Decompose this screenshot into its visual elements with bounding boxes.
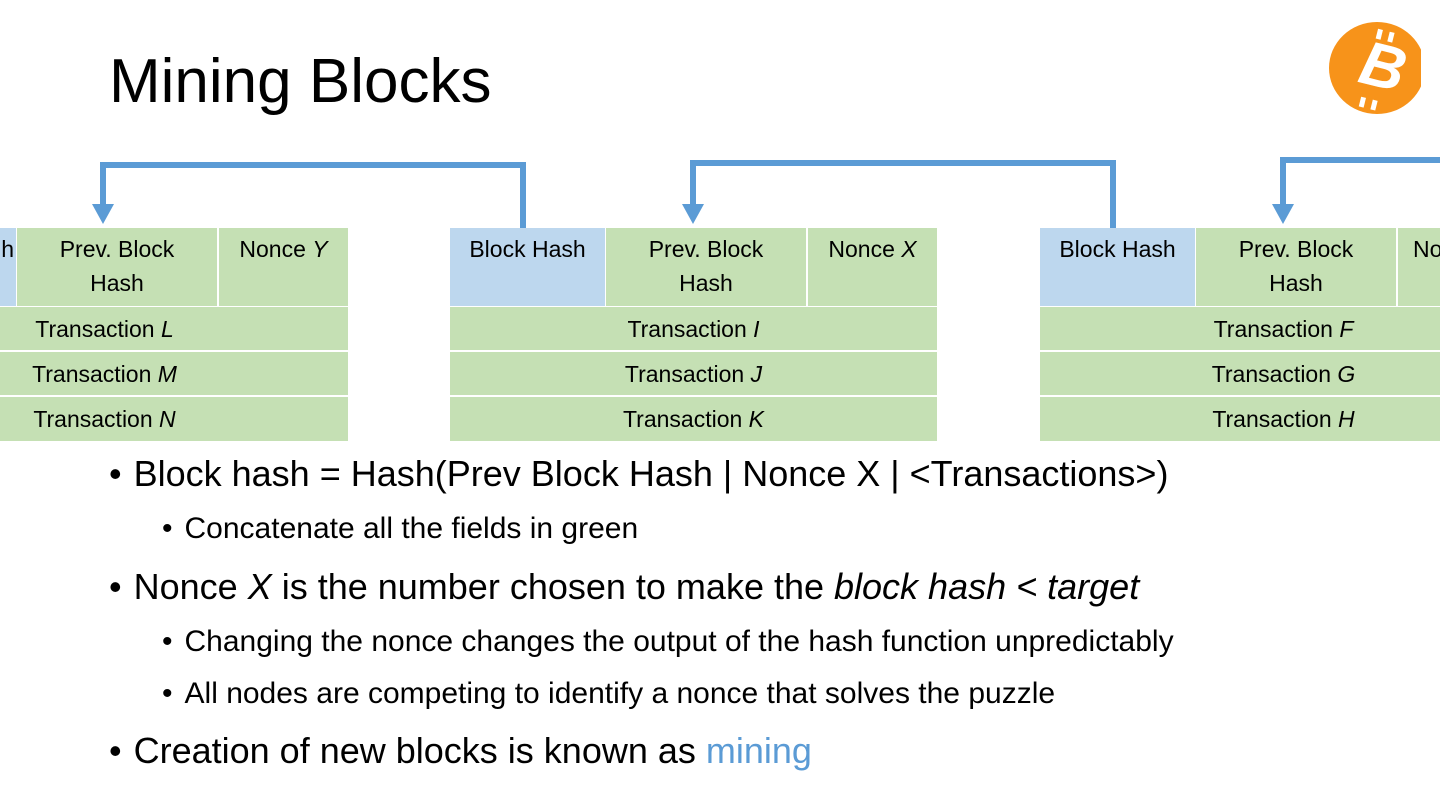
mining-link[interactable]: mining bbox=[705, 730, 812, 771]
arrowhead-3 bbox=[1272, 204, 1294, 224]
sub-bullet-nodes-competing: •All nodes are competing to identify a n… bbox=[162, 674, 1055, 714]
slide-title: Mining Blocks bbox=[109, 47, 492, 116]
nonce-cell: Nonce Y bbox=[219, 228, 348, 306]
sub-bullet-concatenate: •Concatenate all the fields in green bbox=[162, 509, 638, 549]
bullet-dot: • bbox=[109, 566, 122, 607]
transaction-row: Transaction N bbox=[0, 397, 348, 441]
block-link-arrows bbox=[92, 157, 1440, 230]
nonce-cell: No bbox=[1398, 228, 1440, 306]
transaction-row: Transaction L bbox=[0, 307, 348, 350]
prev-block-hash-label: Prev. Block Hash bbox=[648, 236, 764, 296]
block-hash-label: Block Hash bbox=[1059, 236, 1176, 262]
bullet-mining: •Creation of new blocks is known as mini… bbox=[109, 727, 812, 775]
prev-block-hash-cell: Prev. Block Hash bbox=[606, 228, 806, 306]
arrowhead-2 bbox=[682, 204, 704, 224]
bitcoin-logo-icon: B bbox=[1325, 20, 1421, 116]
block-hash-label: h bbox=[1, 236, 14, 262]
arrow-next-to-block3 bbox=[1280, 157, 1440, 208]
bullet-block-hash: •Block hash = Hash(Prev Block Hash | Non… bbox=[109, 450, 1168, 498]
bullet-dot: • bbox=[109, 730, 122, 771]
block-hash-label: Block Hash bbox=[469, 236, 586, 262]
bullet-dot: • bbox=[162, 512, 173, 545]
arrow-block3-to-block2 bbox=[690, 160, 1116, 230]
block-hash-cell: Block Hash bbox=[450, 228, 605, 306]
prev-block-hash-label: Prev. Block Hash bbox=[1238, 236, 1354, 296]
nonce-variable: X bbox=[901, 236, 917, 262]
transaction-row: Transaction J bbox=[450, 352, 937, 395]
prev-block-hash-cell: Prev. Block Hash bbox=[17, 228, 217, 306]
block-2: Block Hash Prev. Block Hash Nonce X Tran… bbox=[450, 228, 937, 441]
block-1: h Prev. Block Hash Nonce Y Transaction L… bbox=[0, 228, 348, 441]
transaction-row: Transaction I bbox=[450, 307, 937, 350]
nonce-variable: Y bbox=[312, 236, 328, 262]
bullet-dot: • bbox=[109, 453, 122, 494]
block-3: Block Hash Prev. Block Hash No Transacti… bbox=[1040, 228, 1440, 441]
bullet-dot: • bbox=[162, 677, 173, 710]
transaction-row: Transaction K bbox=[450, 397, 937, 441]
block-hash-cell: h bbox=[0, 228, 16, 306]
nonce-label: Nonce bbox=[828, 236, 895, 262]
transaction-row: Transaction M bbox=[0, 352, 348, 395]
arrow-block2-to-block1 bbox=[100, 162, 526, 230]
bullet-dot: • bbox=[162, 625, 173, 658]
prev-block-hash-label: Prev. Block Hash bbox=[59, 236, 175, 296]
nonce-label: No bbox=[1413, 236, 1440, 262]
block-hash-cell: Block Hash bbox=[1040, 228, 1195, 306]
transaction-row: Transaction G bbox=[1040, 352, 1440, 395]
nonce-label: Nonce bbox=[239, 236, 306, 262]
transaction-row: Transaction H bbox=[1040, 397, 1440, 441]
arrowhead-1 bbox=[92, 204, 114, 224]
transaction-row: Transaction F bbox=[1040, 307, 1440, 350]
nonce-cell: Nonce X bbox=[808, 228, 937, 306]
bullet-nonce: •Nonce X is the number chosen to make th… bbox=[109, 563, 1139, 611]
sub-bullet-nonce-changes: •Changing the nonce changes the output o… bbox=[162, 622, 1174, 662]
prev-block-hash-cell: Prev. Block Hash bbox=[1196, 228, 1396, 306]
